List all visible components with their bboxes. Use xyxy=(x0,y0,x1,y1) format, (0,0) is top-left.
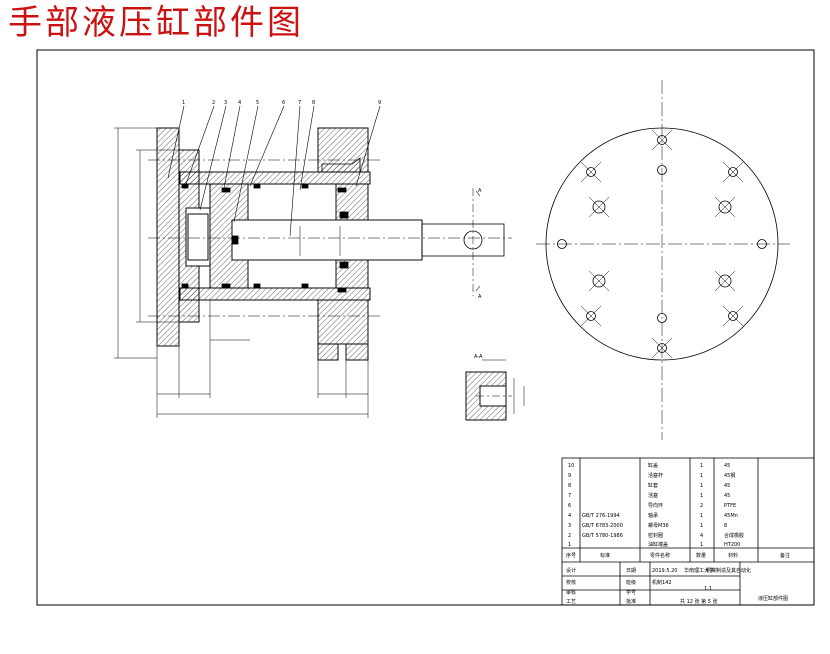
bom-no: 1 xyxy=(568,542,571,548)
balloon-9: 9 xyxy=(378,100,381,106)
bom-mat: 45Mn xyxy=(724,513,738,519)
bom-qty: 1 xyxy=(700,523,703,529)
bom-no: 9 xyxy=(568,473,571,479)
bom-no: 10 xyxy=(568,463,574,469)
bom-no: 3 xyxy=(568,523,571,529)
tb-process: 工艺 xyxy=(566,599,576,605)
bom-qty: 4 xyxy=(700,533,703,539)
bom-std: GB/T 6783-2000 xyxy=(582,523,623,529)
page-title: 手部液压缸部件图 xyxy=(8,3,304,43)
bom-std: GB/T 276-1994 xyxy=(582,513,620,519)
bom-name: 缸盖 xyxy=(648,462,658,469)
balloon-8: 8 xyxy=(312,100,315,106)
section-label-top: A xyxy=(478,188,482,194)
bom-name: 密封圈 xyxy=(648,532,663,539)
tb-id-label: 学号 xyxy=(626,589,636,596)
balloon-7: 7 xyxy=(298,100,301,106)
bom-header-qty: 数量 xyxy=(696,552,706,559)
balloon-5: 5 xyxy=(256,100,259,106)
detail-view-aa: A-A xyxy=(465,354,525,421)
bom-table-grid xyxy=(561,457,815,606)
tb-approve: 批准 xyxy=(626,598,636,605)
balloon-6: 6 xyxy=(282,100,285,106)
bom-mat: 45 xyxy=(724,463,730,469)
balloon-2: 2 xyxy=(212,100,215,106)
bom-header-name: 零件名称 xyxy=(650,552,670,559)
tb-sheets: 共 12 张 第 5 张 xyxy=(680,598,718,605)
bom-name: 缸套 xyxy=(648,482,658,489)
bom-mat: 45 xyxy=(724,493,730,499)
bom-mat: 合成橡胶 xyxy=(724,532,744,539)
bom-mat: 45 xyxy=(724,483,730,489)
bom-no: 6 xyxy=(568,503,571,509)
bom-name: 轴承 xyxy=(648,512,658,519)
tb-check: 校核 xyxy=(566,579,576,586)
bom-qty: 2 xyxy=(700,503,703,509)
tb-review: 审核 xyxy=(566,589,576,596)
tb-drawing-name: 液压缸部件图 xyxy=(758,595,788,602)
balloon-3: 3 xyxy=(224,100,227,106)
cylinder-section-view: A A xyxy=(148,127,512,361)
bom-std: GB/T 5780-1986 xyxy=(582,533,623,539)
bom-no: 2 xyxy=(568,533,571,539)
bom-qty: 1 xyxy=(700,473,703,479)
leader-lines xyxy=(167,105,381,237)
bom-qty: 1 xyxy=(700,483,703,489)
bom-mat: 8 xyxy=(724,523,727,529)
drawing-frame xyxy=(36,49,815,606)
bom-no: 8 xyxy=(568,483,571,489)
bom-name: 活塞杆 xyxy=(648,472,663,479)
bom-header-mat: 材料 xyxy=(728,552,738,559)
bom-name: 导向环 xyxy=(648,502,663,509)
bom-qty: 1 xyxy=(700,513,703,519)
tb-scale: 1:1 xyxy=(704,586,712,592)
bom-mat: PTFE xyxy=(724,503,736,509)
tb-design: 设计 xyxy=(566,567,576,574)
bom-header-no: 序号 xyxy=(566,552,576,559)
bom-rows: 10 缸盖 1 45 9 活塞杆 1 45钢 8 缸套 1 45 7 活塞 1 … xyxy=(566,462,790,605)
bom-qty: 1 xyxy=(700,463,703,469)
tb-date-label: 日期 xyxy=(626,568,636,574)
bom-name: 活塞 xyxy=(648,492,658,499)
bom-header-remark: 备注 xyxy=(780,552,790,559)
dimension-lines xyxy=(114,127,369,418)
flange-end-view xyxy=(536,80,790,440)
bom-header-std: 标准 xyxy=(600,552,610,559)
bom-no: 7 xyxy=(568,493,571,499)
detail-label: A-A xyxy=(474,354,483,360)
tb-school: 华南理工大学 xyxy=(684,567,714,574)
tb-class: 机制142 xyxy=(652,579,672,586)
balloon-labels: 1 2 3 4 5 6 7 8 9 xyxy=(182,100,381,106)
bom-qty: 1 xyxy=(700,542,703,548)
bom-name: 螺母M36 xyxy=(648,522,669,529)
bom-no: 4 xyxy=(568,513,571,519)
balloon-4: 4 xyxy=(238,100,241,106)
tb-class-label: 班级 xyxy=(626,579,636,586)
balloon-1: 1 xyxy=(182,100,185,106)
tb-major: 机械制造及其自动化 xyxy=(706,567,751,574)
bom-mat: 45钢 xyxy=(724,472,735,479)
bom-mat: HT200 xyxy=(724,542,740,548)
bom-name: 油缸端盖 xyxy=(648,541,668,548)
section-label-bottom: A xyxy=(478,294,482,300)
tb-date: 2019.5.20 xyxy=(652,568,677,574)
bom-qty: 1 xyxy=(700,493,703,499)
